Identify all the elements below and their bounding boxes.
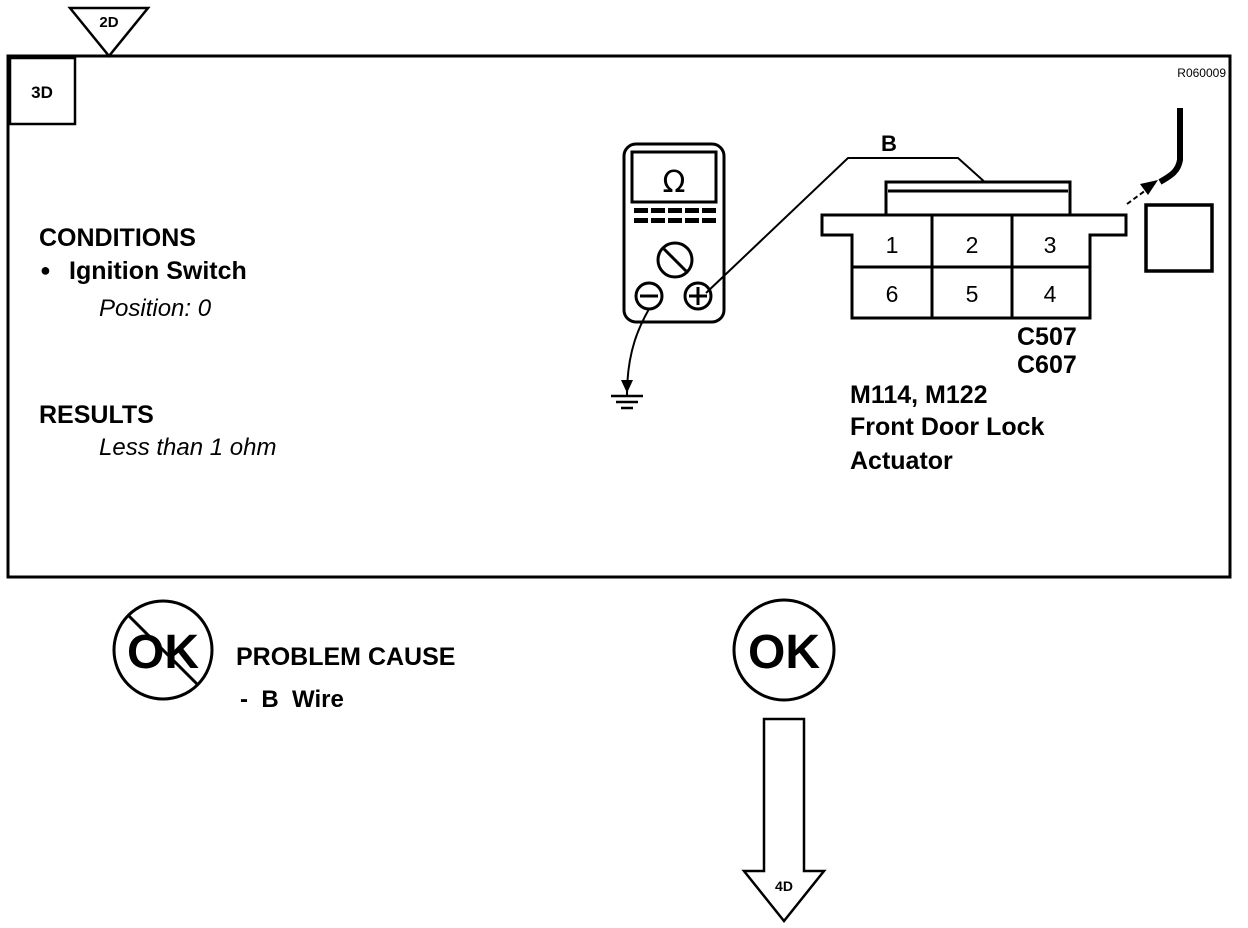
pin-2: 2 (966, 232, 979, 258)
component-ids: M114, M122 (850, 381, 988, 409)
not-ok-badge: OK (112, 599, 214, 701)
exit-arrow (741, 717, 827, 924)
condition-item: Ignition Switch (69, 257, 247, 285)
selector-dial (656, 241, 694, 279)
step-frame (6, 54, 1232, 579)
meter-button-row (634, 208, 716, 223)
problem-cause-item: - B Wire (240, 686, 344, 713)
condition-detail: Position: 0 (99, 295, 212, 322)
connector-id-1: C507 (1017, 323, 1077, 351)
pin-3: 3 (1044, 232, 1057, 258)
meter-display (630, 150, 718, 204)
pin-1: 1 (886, 232, 899, 258)
harness-arrow-line (1126, 189, 1147, 205)
results-value: Less than 1 ohm (99, 434, 277, 461)
ok-badge-text: OK (748, 626, 820, 679)
entry-ref: 2D (99, 14, 118, 31)
pin-4: 4 (1044, 281, 1057, 307)
component-name-line1: Front Door Lock (850, 413, 1045, 441)
harness-connector (1126, 108, 1214, 273)
figure-code: R060009 (1177, 66, 1226, 80)
problem-cause-heading: PROBLEM CAUSE (236, 643, 456, 671)
connector-id-2: C607 (1017, 351, 1077, 379)
wire-label: B (881, 131, 897, 156)
pin-5: 5 (966, 281, 979, 307)
pin-6: 6 (886, 281, 899, 307)
conditions-heading: CONDITIONS (39, 224, 196, 252)
harness-wire (1158, 108, 1183, 185)
component-name-line2: Actuator (850, 447, 953, 475)
multimeter: Ω (622, 142, 726, 324)
connector-latch (884, 180, 1072, 217)
positive-jack (683, 281, 713, 311)
condition-bullet: ● (40, 260, 51, 280)
not-ok-badge-text: OK (127, 626, 199, 679)
step-id: 3D (31, 83, 53, 102)
ground-lead-arrow (621, 380, 633, 393)
exit-ref: 4D (775, 878, 793, 894)
step-id-box (8, 56, 77, 126)
entry-arrow (67, 6, 151, 58)
negative-jack (634, 281, 664, 311)
results-heading: RESULTS (39, 401, 154, 429)
harness-arrow-head (1140, 180, 1158, 195)
ground-icon (611, 394, 643, 410)
ohm-symbol: Ω (663, 165, 686, 200)
ok-badge: OK (732, 598, 836, 702)
not-ok-slash (126, 613, 200, 687)
connector-c507-c607: 1 2 3 6 5 4 (820, 180, 1128, 320)
